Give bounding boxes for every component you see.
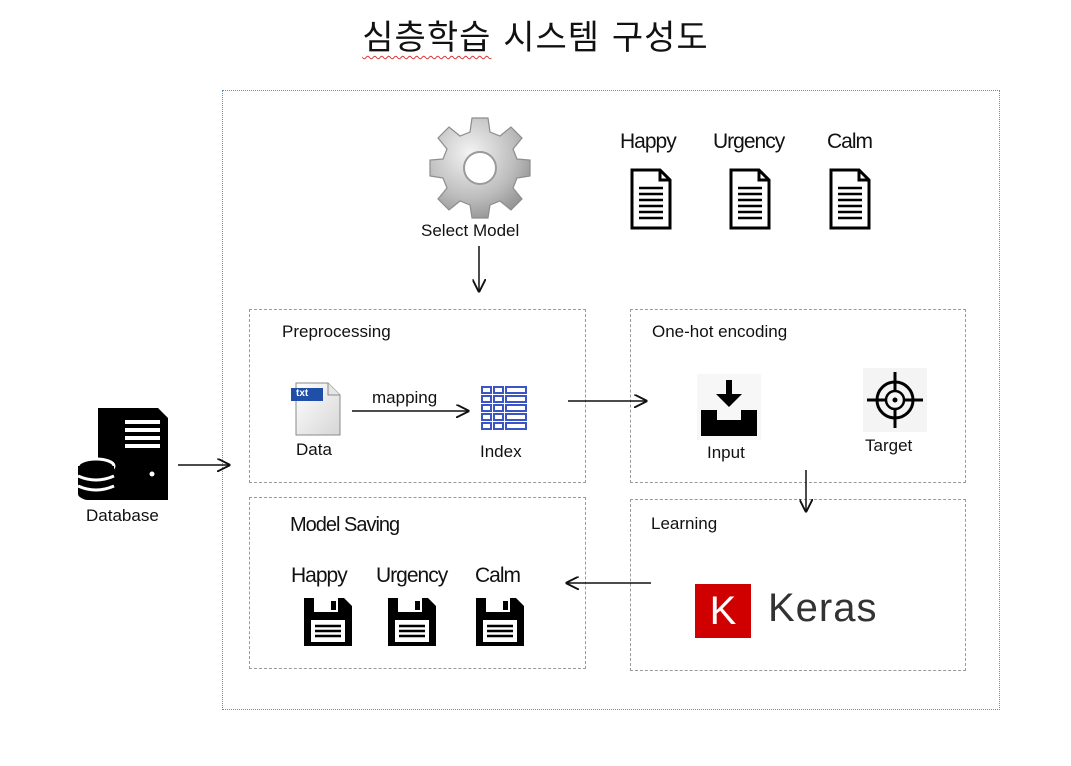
saving-label-happy: Happy (291, 564, 348, 587)
gear-icon (429, 117, 531, 219)
data-label: Data (296, 440, 332, 459)
one-hot-box (630, 309, 966, 483)
txt-badge: txt (296, 388, 309, 399)
input-label: Input (707, 443, 745, 462)
document-icon-urgency (729, 168, 771, 230)
database-server-icon (78, 408, 168, 500)
target-crosshair-icon (863, 368, 927, 432)
save-disk-icon-happy (304, 598, 352, 646)
model-saving-title: Model Saving (290, 514, 400, 536)
saving-label-urgency: Urgency (376, 564, 448, 587)
learning-box (630, 499, 966, 671)
emotion-label-urgency: Urgency (713, 130, 785, 153)
select-model-label: Select Model (421, 221, 520, 240)
index-table-icon (481, 386, 527, 430)
learning-title: Learning (651, 514, 718, 533)
emotion-label-happy: Happy (620, 130, 677, 153)
input-download-icon (697, 374, 761, 440)
system-container (222, 90, 1000, 710)
keras-logo-text: Keras (768, 586, 878, 630)
keras-logo-mark: K (695, 584, 751, 638)
title-rest: 시스템 구성도 (491, 18, 709, 58)
database-label: Database (86, 506, 159, 525)
preprocessing-title: Preprocessing (282, 322, 391, 341)
one-hot-title: One-hot encoding (652, 322, 788, 341)
diagram-title: 심층학습 시스템 구성도 (0, 10, 1071, 59)
emotion-label-calm: Calm (827, 130, 873, 153)
document-icon-calm (829, 168, 871, 230)
index-label: Index (480, 442, 522, 461)
document-icon-happy (630, 168, 672, 230)
mapping-label: mapping (372, 388, 438, 407)
title-highlight: 심층학습 (362, 18, 492, 58)
txt-file-icon (291, 382, 341, 436)
preprocessing-box (249, 309, 586, 483)
save-disk-icon-calm (476, 598, 524, 646)
saving-label-calm: Calm (475, 564, 521, 587)
target-label: Target (865, 436, 913, 455)
save-disk-icon-urgency (388, 598, 436, 646)
